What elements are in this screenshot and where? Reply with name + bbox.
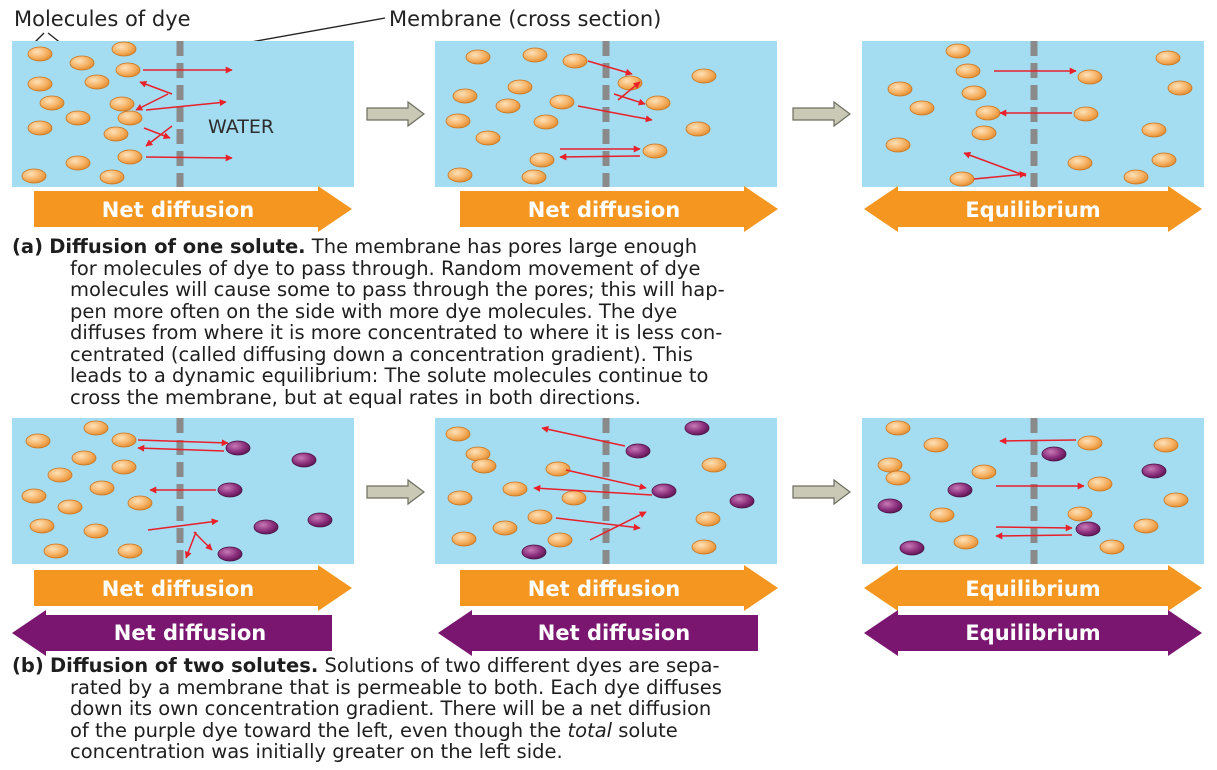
orange-dye-molecules bbox=[445, 47, 717, 185]
caption-b-first-line: (b) Diffusion of two solutes. Solutions … bbox=[12, 655, 1207, 677]
caption-a-line: pen more often on the side with more dye… bbox=[70, 299, 678, 323]
purple-dye-molecules bbox=[521, 420, 755, 560]
net-diffusion-bar: Net diffusion bbox=[34, 186, 352, 232]
water-label: WATER bbox=[208, 116, 274, 138]
caption-a-line: leads to a dynamic equilibrium: The solu… bbox=[70, 364, 709, 387]
caption-b-heading: Diffusion of two solutes. bbox=[50, 654, 319, 677]
panel-a1: WATER bbox=[12, 41, 354, 187]
panel-a2 bbox=[435, 41, 777, 187]
caption-a-line: centrated (called diffusing down a conce… bbox=[70, 342, 693, 366]
caption-b-text: solute bbox=[612, 718, 678, 742]
bar-label: Net diffusion bbox=[528, 198, 680, 222]
caption-a-line: diffuses from where it is more concentra… bbox=[70, 321, 723, 344]
orange-dye-molecules bbox=[885, 43, 1193, 187]
bar-label: Net diffusion bbox=[114, 621, 266, 645]
molecules-of-dye-label: Molecules of dye bbox=[14, 7, 191, 31]
caption-a-line: for molecules of dye to pass through. Ra… bbox=[70, 256, 701, 280]
caption-b-text: of the purple dye toward the left, even … bbox=[70, 718, 568, 742]
caption-a-marker: (a) bbox=[12, 235, 43, 258]
purple-net-diffusion-bar: Net diffusion bbox=[438, 610, 758, 656]
bar-label: Net diffusion bbox=[538, 621, 690, 645]
movement-arrows bbox=[963, 67, 1077, 180]
purple-dye-molecules bbox=[877, 446, 1167, 556]
purple-dye-molecules bbox=[217, 440, 333, 562]
bar-label: Net diffusion bbox=[102, 198, 254, 222]
net-diffusion-bar: Net diffusion bbox=[34, 565, 352, 611]
membrane-label: Membrane (cross section) bbox=[389, 7, 661, 31]
net-diffusion-bar: Net diffusion bbox=[460, 186, 778, 232]
panel-b2 bbox=[435, 418, 777, 564]
bar-label: Equilibrium bbox=[965, 198, 1100, 222]
caption-b-marker: (b) bbox=[12, 654, 44, 677]
caption-b-text: Solutions of two different dyes are sepa… bbox=[324, 654, 720, 677]
orange-dye-molecules bbox=[877, 420, 1189, 555]
caption-b-emphasis: total bbox=[567, 718, 613, 742]
orange-dye-molecules bbox=[21, 41, 143, 185]
bar-label: Net diffusion bbox=[528, 577, 680, 601]
bar-label: Net diffusion bbox=[102, 577, 254, 601]
purple-equilibrium-bar: Equilibrium bbox=[864, 610, 1202, 656]
caption-a-line: cross the membrane, but at equal rates i… bbox=[70, 385, 641, 409]
movement-arrows bbox=[135, 66, 233, 162]
movement-arrows bbox=[559, 60, 653, 161]
caption-a-first-line: (a) Diffusion of one solute. The membran… bbox=[12, 236, 1207, 258]
caption-b-emphasis-line: of the purple dye toward the left, even … bbox=[12, 718, 1207, 742]
caption-b-line: concentration was initially greater on t… bbox=[70, 740, 563, 763]
caption-a-line: molecules will cause some to pass throug… bbox=[70, 278, 725, 301]
step-arrow-icon bbox=[366, 478, 851, 506]
orange-dye-molecules bbox=[21, 420, 153, 559]
caption-b-line: down its own concentration gradient. The… bbox=[70, 697, 712, 720]
caption-a-text: The membrane has pores large enough bbox=[311, 235, 698, 258]
panel-a3 bbox=[862, 41, 1204, 187]
caption-b-line: rated by a membrane that is permeable to… bbox=[70, 675, 722, 699]
equilibrium-bar: Equilibrium bbox=[864, 565, 1202, 611]
purple-net-diffusion-bar: Net diffusion bbox=[12, 610, 332, 656]
panel-b3 bbox=[862, 418, 1204, 564]
movement-arrows bbox=[137, 439, 229, 559]
movement-arrows bbox=[533, 425, 653, 541]
caption-a-heading: Diffusion of one solute. bbox=[49, 235, 306, 258]
bar-label: Equilibrium bbox=[965, 577, 1100, 601]
step-arrow-icon bbox=[366, 100, 851, 128]
bar-label: Equilibrium bbox=[965, 621, 1100, 645]
equilibrium-bar: Equilibrium bbox=[864, 186, 1202, 232]
net-diffusion-bar: Net diffusion bbox=[460, 565, 778, 611]
panel-b1 bbox=[12, 418, 354, 564]
movement-arrows bbox=[995, 437, 1085, 540]
caption-b: (b) Diffusion of two solutes. Solutions … bbox=[12, 655, 1207, 763]
caption-a: (a) Diffusion of one solute. The membran… bbox=[12, 236, 1207, 408]
orange-dye-molecules bbox=[445, 426, 727, 555]
